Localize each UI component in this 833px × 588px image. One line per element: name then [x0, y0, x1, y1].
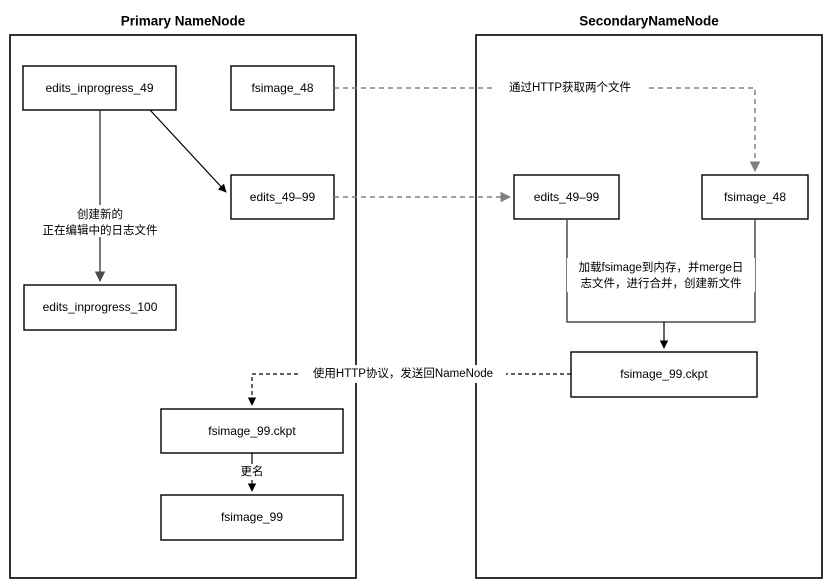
node-primary-fsimage-48[interactable]: fsimage_48 [230, 65, 335, 111]
edge-label-merge-line1: 加载fsimage到内存，并merge日 [579, 260, 744, 274]
node-primary-edits-49-99[interactable]: edits_49–99 [230, 174, 335, 220]
edge-label-http-fetch: 通过HTTP获取两个文件 [509, 80, 631, 94]
node-edits-inprogress-49[interactable]: edits_inprogress_49 [22, 65, 177, 111]
node-primary-edits-49-99-label: edits_49–99 [250, 190, 316, 204]
secondary-namenode-container [475, 34, 823, 579]
rename-label-bg [234, 464, 270, 480]
node-edits-inprogress-100-label: edits_inprogress_100 [43, 300, 158, 314]
node-secondary-edits-49-99-label: edits_49–99 [534, 190, 600, 204]
node-edits-inprogress-49-label: edits_inprogress_49 [45, 81, 153, 95]
secondary-namenode-title: SecondaryNameNode [579, 14, 719, 29]
merge-label-bg [567, 258, 755, 292]
node-edits-inprogress-100[interactable]: edits_inprogress_100 [23, 284, 177, 331]
create-new-label-bg [38, 205, 162, 237]
node-primary-fsimage-99-label: fsimage_99 [221, 510, 283, 524]
node-secondary-fsimage-99-ckpt[interactable]: fsimage_99.ckpt [570, 351, 758, 398]
edge-label-rename: 更名 [241, 464, 264, 478]
node-secondary-fsimage-48-label: fsimage_48 [724, 190, 786, 204]
edge-label-merge-line2: 志文件，进行合并，创建新文件 [581, 276, 742, 290]
node-secondary-fsimage-99-ckpt-label: fsimage_99.ckpt [620, 367, 708, 381]
edge-label-create-new-line2: 正在编辑中的日志文件 [43, 223, 158, 237]
node-primary-fsimage-99-ckpt-label: fsimage_99.ckpt [208, 424, 296, 438]
edge-label-send-back: 使用HTTP协议，发送回NameNode [313, 366, 493, 380]
node-primary-fsimage-99-ckpt[interactable]: fsimage_99.ckpt [160, 408, 344, 454]
edge-roll-to-edits-49-99 [149, 109, 227, 193]
node-secondary-edits-49-99[interactable]: edits_49–99 [513, 174, 620, 220]
node-secondary-fsimage-48[interactable]: fsimage_48 [701, 174, 809, 220]
node-primary-fsimage-48-label: fsimage_48 [251, 81, 313, 95]
primary-namenode-title: Primary NameNode [121, 14, 246, 29]
http-fetch-label-bg [492, 79, 648, 97]
node-primary-fsimage-99[interactable]: fsimage_99 [160, 494, 344, 541]
send-back-label-bg [301, 365, 506, 383]
edge-label-create-new-line1: 创建新的 [77, 207, 123, 221]
